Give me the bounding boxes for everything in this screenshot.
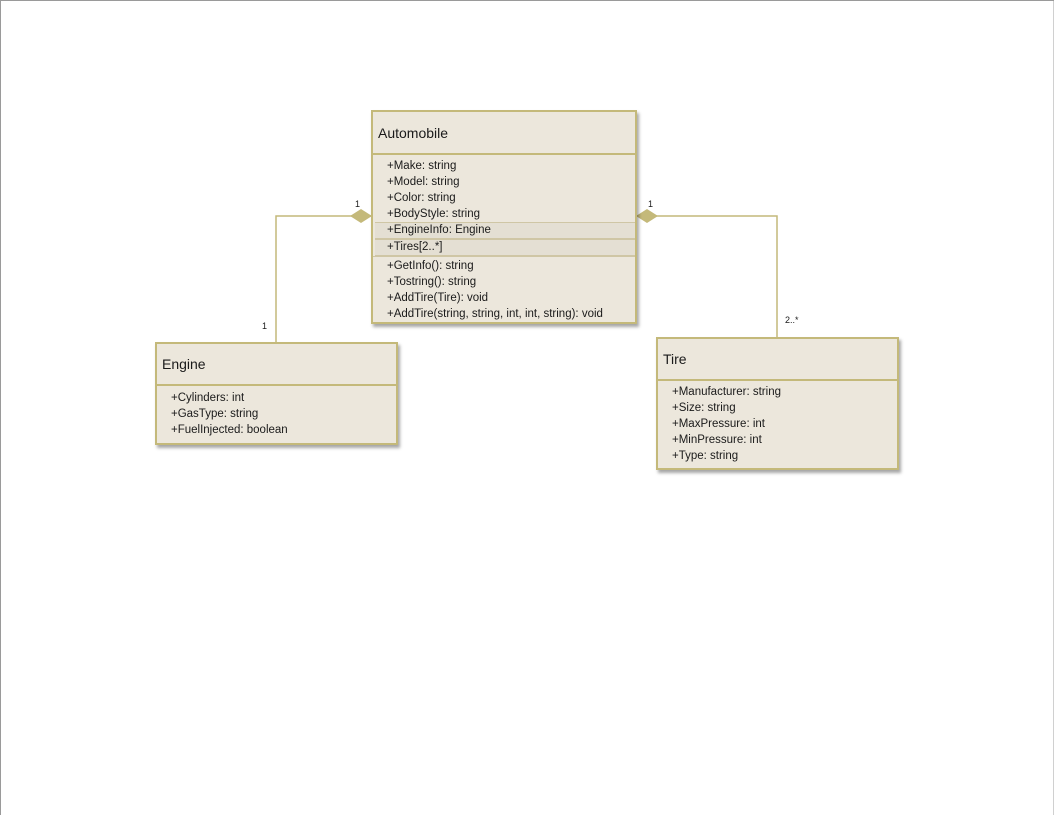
automobile-class-name: Automobile xyxy=(373,112,635,155)
tire-attribute-size: +Size: string xyxy=(672,402,736,414)
automobile-class-box[interactable]: Automobile +Make: string +Model: string … xyxy=(371,110,637,324)
automobile-methods: +GetInfo(): string +Tostring(): string +… xyxy=(373,257,635,322)
automobile-method-getinfo: +GetInfo(): string xyxy=(387,260,474,272)
automobile-attribute-make: +Make: string xyxy=(387,160,457,172)
tire-attribute-manufacturer: +Manufacturer: string xyxy=(672,386,781,398)
automobile-engine-connector xyxy=(275,215,372,343)
tire-attribute-type: +Type: string xyxy=(672,450,739,462)
multiplicity-automobile-tire-side: 1 xyxy=(648,199,654,209)
automobile-engine-composition-diamond xyxy=(350,209,372,223)
engine-attribute-cylinders: +Cylinders: int xyxy=(171,392,245,404)
tire-attributes: +Manufacturer: string +Size: string +Max… xyxy=(658,381,897,464)
automobile-tire-connector xyxy=(636,215,778,338)
engine-attribute-gastype: +GasType: string xyxy=(171,408,259,420)
multiplicity-engine: 1 xyxy=(262,321,268,331)
tire-class-box[interactable]: Tire +Manufacturer: string +Size: string… xyxy=(656,337,899,470)
automobile-section-divider xyxy=(373,256,635,257)
engine-class-name: Engine xyxy=(157,344,396,386)
tire-attribute-maxpressure: +MaxPressure: int xyxy=(672,418,765,430)
automobile-attribute-model: +Model: string xyxy=(387,176,460,188)
automobile-method-addtire-full: +AddTire(string, string, int, int, strin… xyxy=(387,308,603,320)
automobile-attribute-engineinfo: +EngineInfo: Engine xyxy=(375,222,635,239)
engine-attributes: +Cylinders: int +GasType: string +FuelIn… xyxy=(157,386,396,438)
multiplicity-automobile-engine-side: 1 xyxy=(355,199,361,209)
automobile-attribute-tires: +Tires[2..*] xyxy=(375,239,635,256)
automobile-tire-composition-diamond xyxy=(636,209,658,223)
automobile-attributes: +Make: string +Model: string +Color: str… xyxy=(373,155,635,256)
automobile-attribute-bodystyle: +BodyStyle: string xyxy=(387,208,481,220)
tire-attribute-minpressure: +MinPressure: int xyxy=(672,434,762,446)
automobile-attribute-color: +Color: string xyxy=(387,192,456,204)
multiplicity-tire: 2..* xyxy=(785,315,799,325)
engine-class-box[interactable]: Engine +Cylinders: int +GasType: string … xyxy=(155,342,398,445)
tire-class-name: Tire xyxy=(658,339,897,381)
automobile-method-tostring: +Tostring(): string xyxy=(387,276,477,288)
automobile-method-addtire: +AddTire(Tire): void xyxy=(387,292,489,304)
engine-attribute-fuelinjected: +FuelInjected: boolean xyxy=(171,424,288,436)
